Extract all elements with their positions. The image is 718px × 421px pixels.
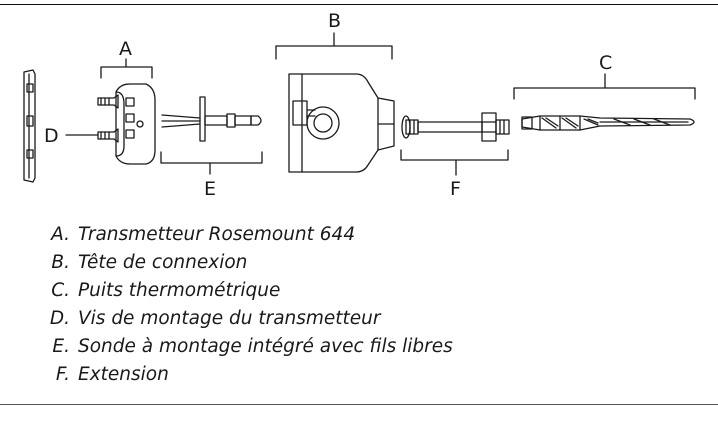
callout-d: D bbox=[44, 125, 59, 147]
legend-text: Extension bbox=[78, 364, 169, 385]
extension bbox=[401, 112, 510, 142]
cover-plate bbox=[23, 69, 36, 183]
legend-text: Vis de montage du transmetteur bbox=[78, 308, 381, 329]
legend-key: E. bbox=[52, 336, 70, 357]
legend-list: A. Transmetteur Rosemount 644 B. Tête de c… bbox=[44, 221, 453, 389]
legend-item: A. Transmetteur Rosemount 644 bbox=[44, 221, 453, 249]
mounting-screws bbox=[97, 94, 119, 143]
legend-key: F. bbox=[55, 364, 70, 385]
bracket-a bbox=[100, 58, 153, 79]
legend-key: B. bbox=[51, 252, 70, 273]
legend-item: D. Vis de montage du transmetteur bbox=[44, 305, 453, 333]
legend-text: Sonde à montage intégré avec fils libres bbox=[78, 336, 453, 357]
bracket-e bbox=[160, 151, 263, 175]
bottom-rule bbox=[0, 404, 718, 405]
exploded-assembly-diagram: A B C D E F bbox=[23, 10, 696, 200]
connection-head bbox=[288, 73, 395, 173]
thermowell bbox=[521, 115, 695, 131]
legend-key: A. bbox=[51, 224, 70, 245]
callout-b: B bbox=[328, 10, 341, 32]
top-rule bbox=[0, 4, 718, 5]
legend-key: C. bbox=[51, 280, 70, 301]
callout-e: E bbox=[204, 178, 216, 200]
sensor-flying-leads bbox=[161, 96, 262, 142]
callout-a: A bbox=[119, 38, 132, 60]
legend-item: F. Extension bbox=[44, 361, 453, 389]
bracket-f bbox=[400, 149, 509, 176]
legend-item: E. Sonde à montage intégré avec fils libr… bbox=[44, 333, 453, 361]
callout-c: C bbox=[599, 52, 612, 74]
legend-item: B. Tête de connexion bbox=[44, 249, 453, 277]
bracket-b bbox=[275, 32, 393, 60]
legend-text: Transmetteur Rosemount 644 bbox=[78, 224, 356, 245]
legend-item: C. Puits thermométrique bbox=[44, 277, 453, 305]
callout-f: F bbox=[450, 178, 461, 200]
legend-text: Tête de connexion bbox=[78, 252, 248, 273]
legend-text: Puits thermométrique bbox=[78, 280, 281, 301]
transmitter-644 bbox=[115, 83, 156, 165]
legend-key: D. bbox=[49, 308, 70, 329]
bracket-c bbox=[513, 73, 696, 100]
